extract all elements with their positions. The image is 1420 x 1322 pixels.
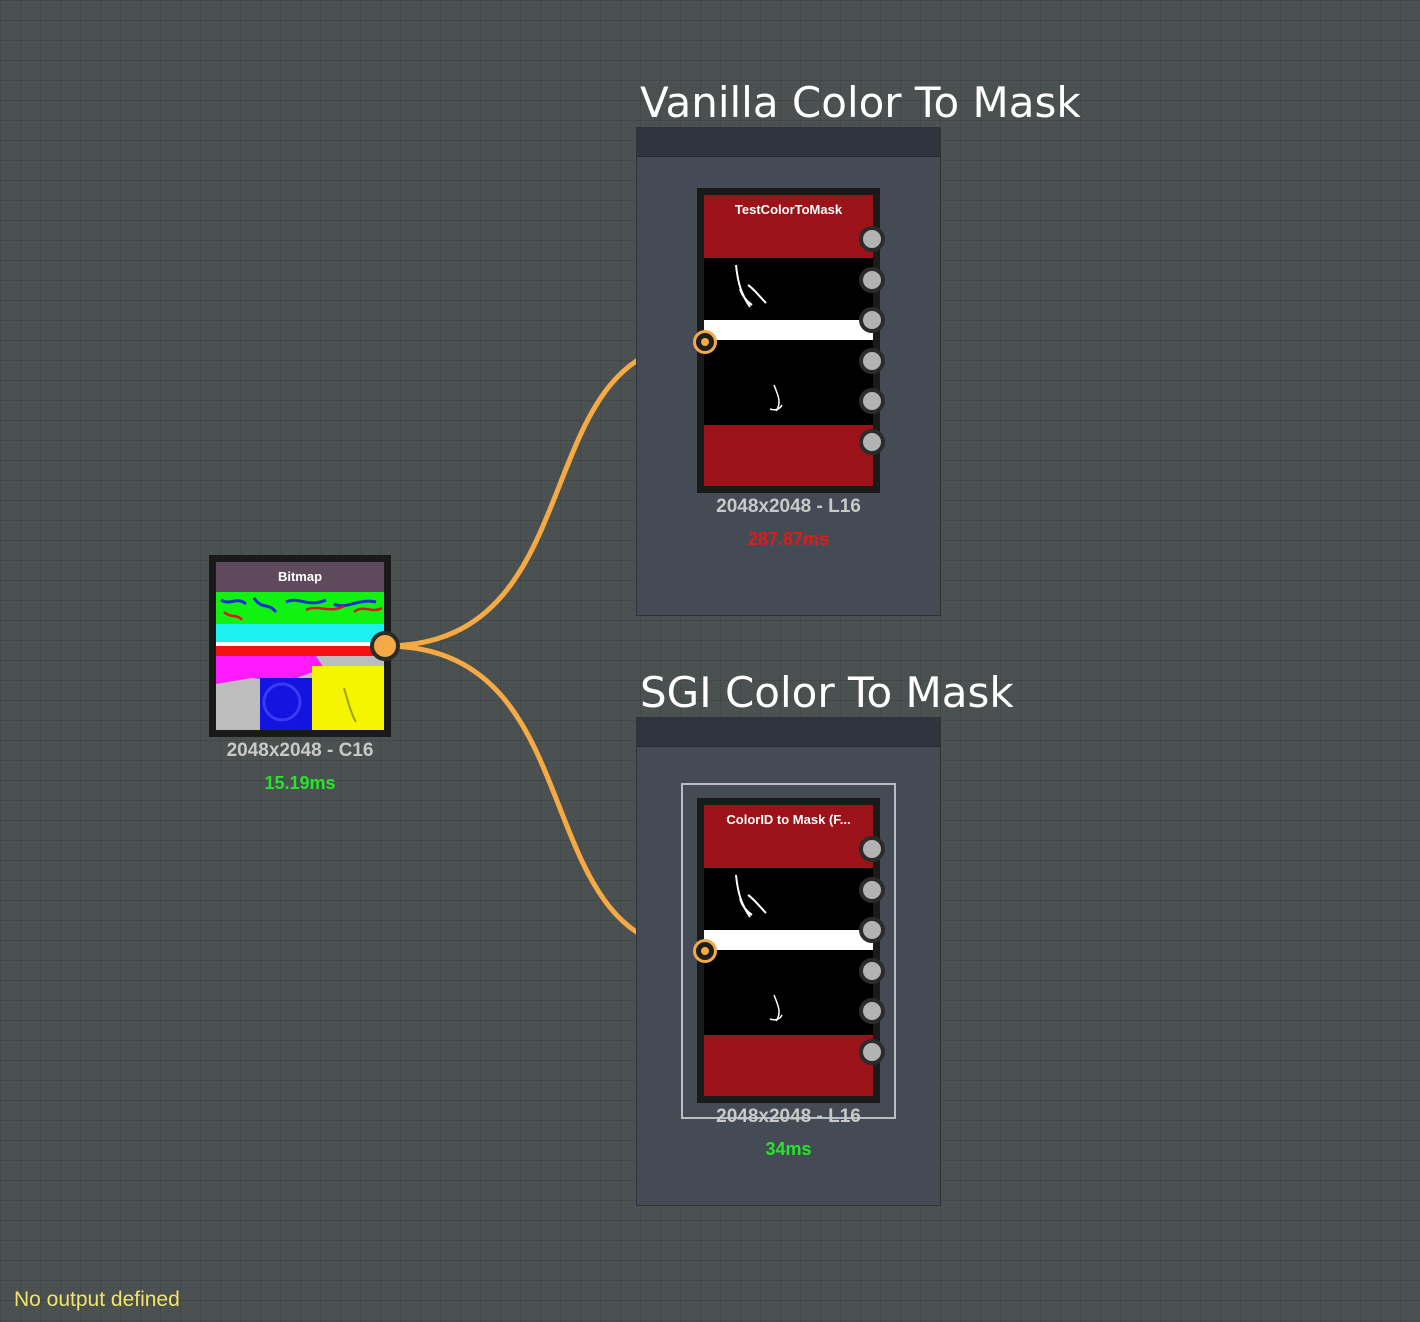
node-test-color-to-mask-output-port-3[interactable]	[859, 307, 885, 333]
node-colorid-to-mask-output-port-6[interactable]	[859, 1039, 885, 1065]
node-selection-outline	[681, 783, 896, 1119]
node-test-color-to-mask-time: 287.87ms	[747, 529, 830, 549]
frame-title-vanilla: Vanilla Color To Mask	[640, 78, 1081, 127]
node-colorid-to-mask-output-port-3[interactable]	[859, 917, 885, 943]
frame-header-vanilla[interactable]	[637, 128, 940, 157]
node-bitmap-output-port[interactable]	[370, 631, 400, 661]
node-test-color-to-mask-output-port-6[interactable]	[859, 429, 885, 455]
frame-header-sgi[interactable]	[637, 718, 940, 747]
node-test-color-to-mask-title: TestColorToMask	[704, 195, 873, 225]
node-colorid-to-mask-input-port[interactable]	[693, 939, 717, 963]
node-colorid-to-mask-thumbnail	[704, 835, 873, 1096]
node-colorid-to-mask[interactable]: ColorID to Mask (F...	[693, 798, 885, 1103]
node-bitmap-time: 15.19ms	[264, 773, 336, 793]
node-test-color-to-mask-thumbnail	[704, 225, 873, 486]
node-test-color-to-mask-input-port[interactable]	[693, 330, 717, 354]
node-test-color-to-mask-output-port-4[interactable]	[859, 348, 885, 374]
status-message: No output defined	[14, 1288, 180, 1311]
node-bitmap-title: Bitmap	[216, 562, 384, 592]
node-colorid-to-mask-output-port-5[interactable]	[859, 998, 885, 1024]
node-colorid-to-mask-output-port-4[interactable]	[859, 958, 885, 984]
node-bitmap-thumbnail	[216, 592, 384, 730]
node-test-color-to-mask-output-port-1[interactable]	[859, 226, 885, 252]
node-test-color-to-mask-output-port-5[interactable]	[859, 388, 885, 414]
node-colorid-to-mask-time: 34ms	[765, 1139, 812, 1159]
node-colorid-to-mask-output-port-1[interactable]	[859, 836, 885, 862]
node-test-color-to-mask-output-port-2[interactable]	[859, 267, 885, 293]
node-colorid-to-mask-resolution: 2048x2048 - L16	[716, 1106, 861, 1127]
node-test-color-to-mask[interactable]: TestColorToMask	[693, 188, 885, 493]
node-test-color-to-mask-resolution: 2048x2048 - L16	[716, 496, 861, 517]
node-bitmap[interactable]: Bitmap	[209, 555, 400, 737]
node-bitmap-resolution: 2048x2048 - C16	[226, 740, 374, 761]
node-colorid-to-mask-output-port-2[interactable]	[859, 877, 885, 903]
node-colorid-to-mask-title: ColorID to Mask (F...	[704, 805, 873, 835]
frame-title-sgi: SGI Color To Mask	[640, 668, 1014, 717]
